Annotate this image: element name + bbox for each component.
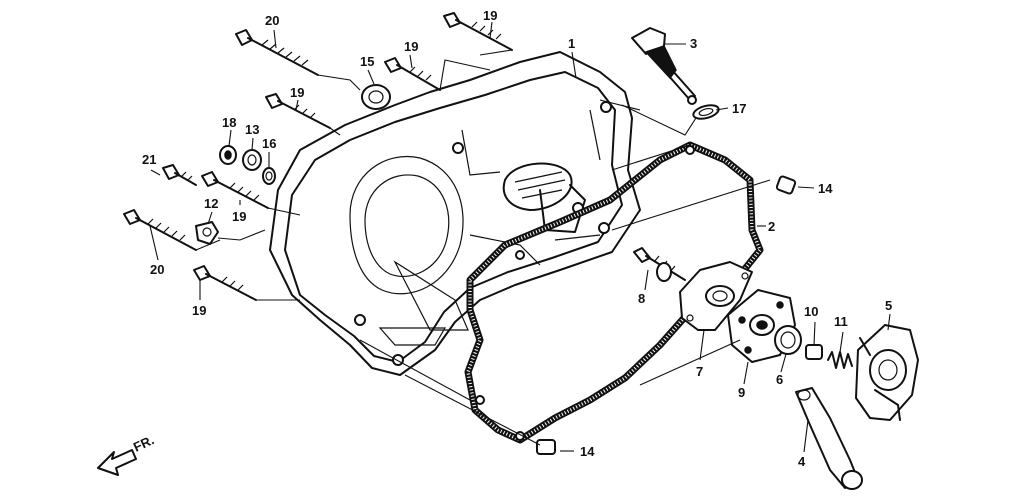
callout-19-left-upper: 19 <box>290 85 304 100</box>
bolt-19-bottom <box>193 265 257 301</box>
dowel-pin-lower <box>536 439 556 455</box>
callout-18: 18 <box>222 115 236 130</box>
callout-12: 12 <box>204 196 218 211</box>
callout-11: 11 <box>834 314 848 329</box>
crankcase-cover <box>269 51 641 376</box>
callout-1: 1 <box>568 36 575 51</box>
bolt-19-left-mid <box>201 171 269 209</box>
lifter-collar <box>805 344 823 360</box>
bolt-19-upper-mid <box>384 57 441 91</box>
callout-15: 15 <box>360 54 374 69</box>
callout-5: 5 <box>885 298 892 313</box>
callout-19-bottom: 19 <box>192 303 206 318</box>
bolt-20-left <box>123 209 197 251</box>
arrow-icon <box>97 449 137 476</box>
callout-17: 17 <box>732 101 746 116</box>
callout-19-upper-mid: 19 <box>404 39 418 54</box>
oil-seal <box>361 84 391 110</box>
callout-20-left: 20 <box>150 262 164 277</box>
callout-8: 8 <box>638 291 645 306</box>
callout-7: 7 <box>696 364 703 379</box>
callout-3: 3 <box>690 36 697 51</box>
washer-18 <box>219 145 237 165</box>
callout-6: 6 <box>776 372 783 387</box>
lifter-bearing <box>774 325 802 355</box>
cable-clamp <box>195 221 219 245</box>
callout-21: 21 <box>142 152 156 167</box>
callout-13: 13 <box>245 122 259 137</box>
callout-10: 10 <box>804 304 818 319</box>
callout-4: 4 <box>798 454 806 469</box>
bolt-20-top <box>235 29 319 76</box>
bolt-21 <box>162 164 197 186</box>
callout-9: 9 <box>738 385 745 400</box>
dowel-pin-upper <box>775 175 797 195</box>
lifter-rod <box>633 247 686 282</box>
lifter-spring <box>827 351 853 369</box>
callout-20-top: 20 <box>265 13 279 28</box>
bolt-19-left-upper <box>265 93 331 129</box>
lifter-arm <box>795 387 863 490</box>
callout-lines <box>149 21 891 453</box>
washer-13 <box>242 149 262 171</box>
callout-16: 16 <box>262 136 276 151</box>
callout-labels: 1 2 3 4 5 6 7 8 9 10 11 12 13 14 14 15 1… <box>142 8 892 469</box>
callout-19-top: 19 <box>483 8 497 23</box>
bolt-19-top <box>443 12 513 51</box>
front-direction-indicator: FR. <box>97 432 156 476</box>
callout-19-left-mid: 19 <box>232 209 246 224</box>
callout-14-lower: 14 <box>580 444 595 459</box>
oil-filler-cap <box>631 27 697 105</box>
leader-lines <box>195 49 771 446</box>
callout-14-upper: 14 <box>818 181 833 196</box>
direction-label: FR. <box>131 432 156 454</box>
lifter-plate <box>679 261 753 331</box>
o-ring <box>692 104 720 120</box>
callout-2: 2 <box>768 219 775 234</box>
washer-16 <box>262 167 276 185</box>
lifter-cam <box>855 324 919 421</box>
